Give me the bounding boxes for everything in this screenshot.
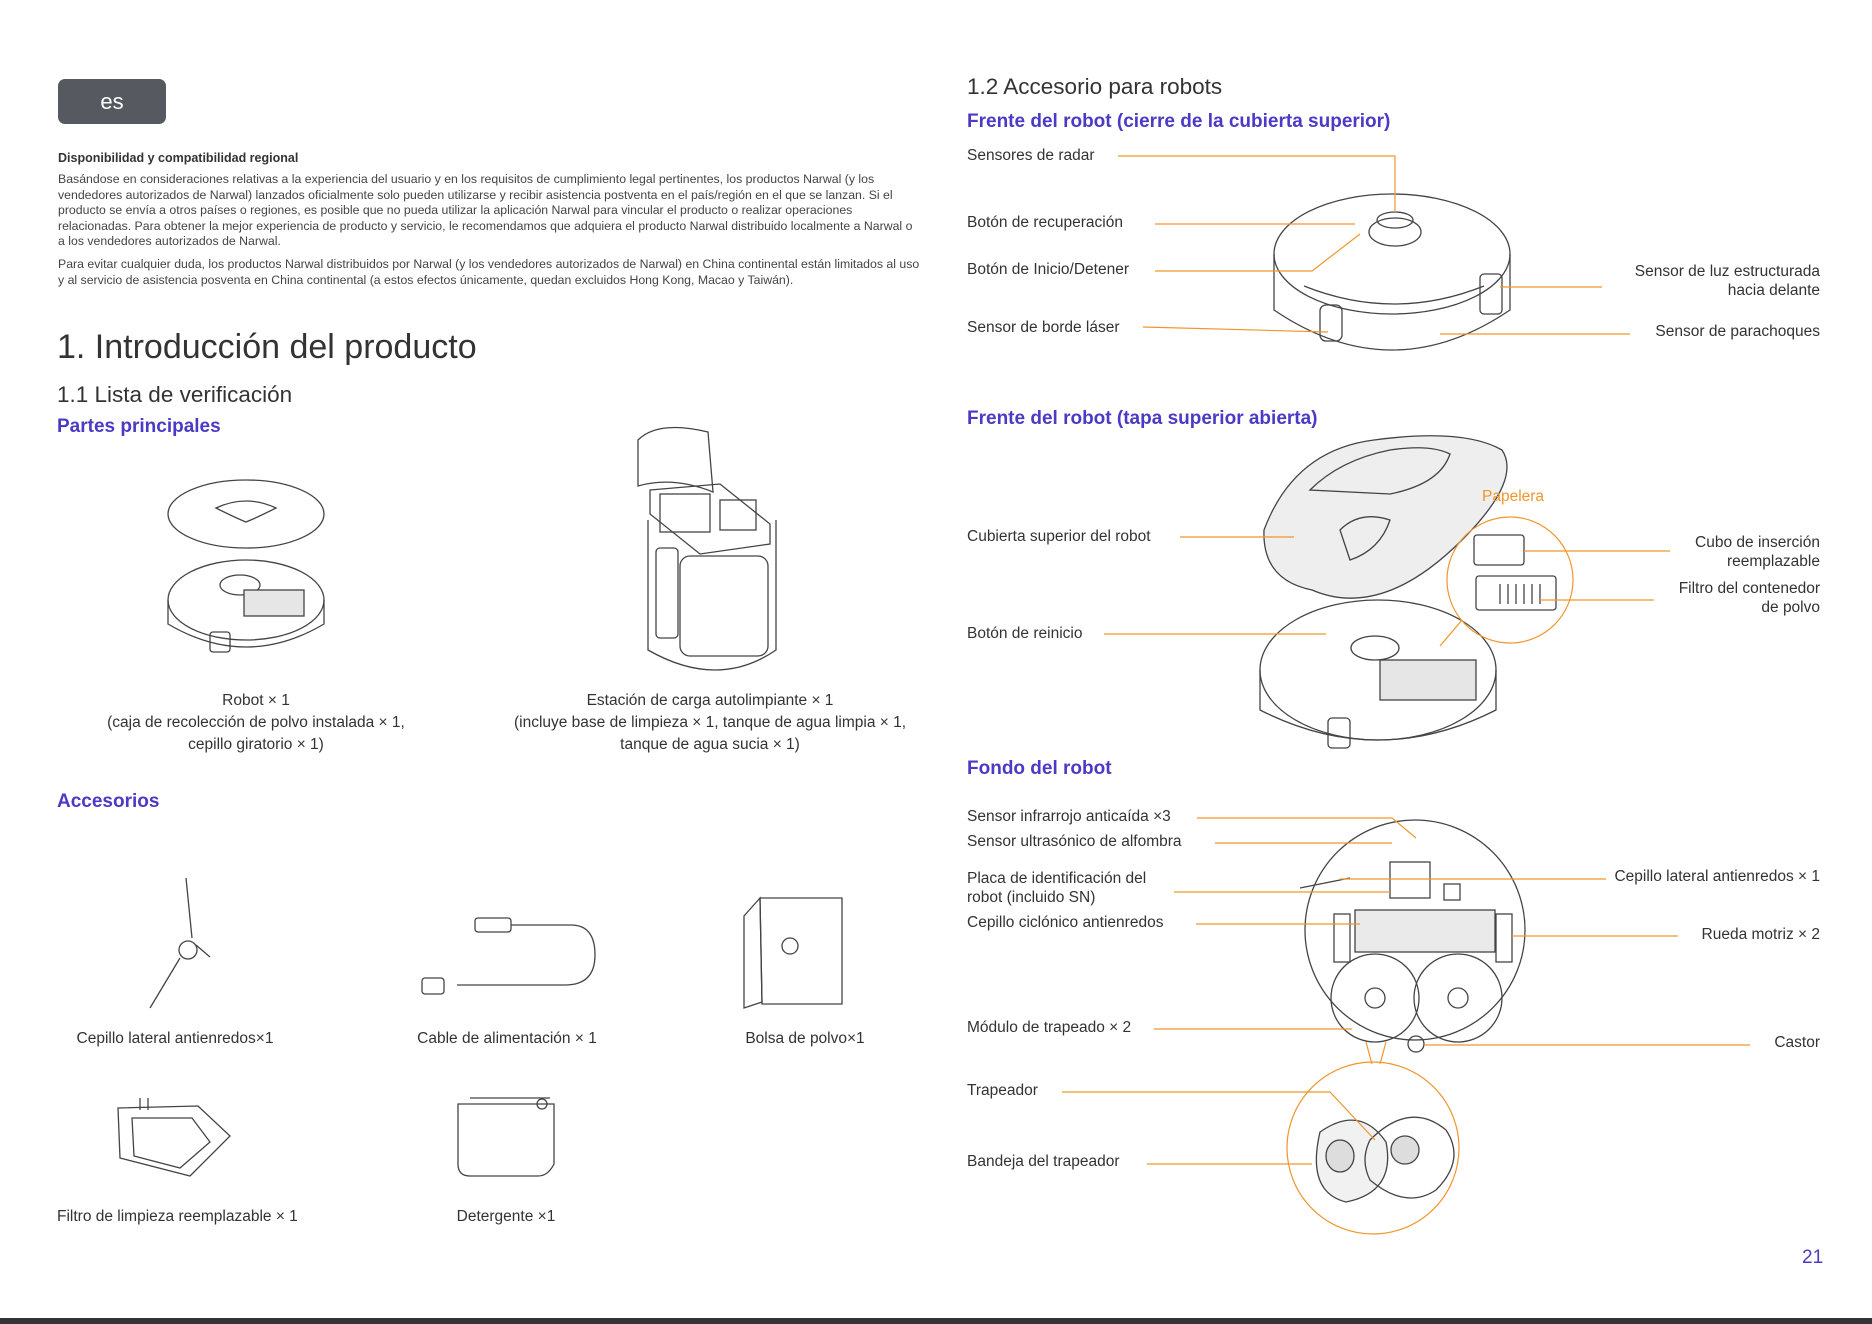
accessory-dust-bag: Bolsa de polvo×1: [745, 1030, 865, 1047]
label-line: robot (incluido SN): [967, 889, 1096, 906]
label-bin: Papelera: [1482, 488, 1545, 505]
page-number: 21: [1802, 1247, 1824, 1268]
label-side-brush: Cepillo lateral antienredos × 1: [1614, 868, 1820, 885]
label-reset-button: Botón de reinicio: [967, 625, 1083, 642]
accessory-side-brush: Cepillo lateral antienredos×1: [76, 1030, 274, 1047]
robot-bottom-illustration: [1299, 819, 1526, 1053]
robot-accessories-title: 1.2 Accesorio para robots: [967, 74, 1223, 99]
label-structured-light-sensor: Sensor de luz estructurada hacia delante: [1560, 262, 1820, 300]
regional-paragraph-1: Basándose en consideraciones relativas a…: [58, 172, 913, 249]
robot-caption-line: Robot × 1: [222, 692, 290, 709]
robot-caption: Robot × 1 (caja de recolección de polvo …: [88, 690, 424, 756]
label-line: reemplazable: [1726, 553, 1820, 570]
label-line: de polvo: [1761, 599, 1820, 616]
front-closed-title: Frente del robot (cierre de la cubierta …: [967, 111, 1391, 132]
label-bumper-sensor: Sensor de parachoques: [1655, 323, 1820, 340]
bottom-title: Fondo del robot: [967, 758, 1112, 779]
robot-front-open-illustration: [1259, 435, 1508, 749]
label-replaceable-cube: Cubo de inserción reemplazable: [1560, 533, 1820, 571]
label-recovery-button: Botón de recuperación: [967, 214, 1123, 231]
label-mop: Trapeador: [967, 1082, 1038, 1099]
filter-illustration: [117, 1098, 231, 1177]
label-line: hacia delante: [1727, 282, 1820, 299]
main-parts-title: Partes principales: [57, 416, 221, 437]
front-open-title: Frente del robot (tapa superior abierta): [967, 408, 1318, 429]
label-caster: Castor: [1774, 1034, 1820, 1051]
label-drive-wheel: Rueda motriz × 2: [1701, 926, 1820, 943]
checklist-title: 1.1 Lista de verificación: [57, 382, 293, 407]
side-brush-illustration: [149, 877, 211, 1009]
accessory-power-cable: Cable de alimentación × 1: [417, 1030, 597, 1047]
regional-paragraph-2: Para evitar cualquier duda, los producto…: [58, 257, 920, 287]
label-line: Filtro del contenedor: [1678, 580, 1820, 597]
power-cable-illustration: [421, 917, 596, 995]
robot-caption-line: cepillo giratorio × 1): [188, 736, 324, 753]
label-id-plate: Placa de identificación del robot (inclu…: [967, 869, 1146, 907]
label-carpet-sensor: Sensor ultrasónico de alfombra: [967, 833, 1182, 850]
label-cliff-sensor: Sensor infrarrojo anticaída ×3: [967, 808, 1171, 825]
language-badge: es: [58, 79, 166, 124]
mop-detail-illustration: [1315, 1116, 1455, 1203]
accessory-detergent: Detergente ×1: [456, 1208, 556, 1225]
robot-front-closed-illustration: [1273, 193, 1511, 351]
label-line: Sensor de luz estructurada: [1634, 263, 1820, 280]
station-caption-line: tanque de agua sucia × 1): [620, 736, 800, 753]
section-title: 1. Introducción del producto: [57, 328, 477, 366]
label-line: Cubo de inserción: [1695, 534, 1820, 551]
label-laser-edge-sensor: Sensor de borde láser: [967, 319, 1120, 336]
accessories-title: Accesorios: [57, 791, 160, 812]
detergent-illustration: [457, 1097, 555, 1177]
label-mop-module: Módulo de trapeado × 2: [967, 1019, 1132, 1036]
label-line: Placa de identificación del: [967, 870, 1147, 887]
dust-bag-illustration: [743, 896, 843, 1009]
bottom-bar: [0, 1318, 1872, 1324]
label-dust-filter: Filtro del contenedor de polvo: [1560, 579, 1820, 617]
robot-caption-line: (caja de recolección de polvo instalada …: [107, 714, 405, 731]
regional-heading: Disponibilidad y compatibilidad regional: [58, 151, 299, 165]
label-cyclone-brush: Cepillo ciclónico antienredos: [967, 914, 1164, 931]
station-caption-line: (incluye base de limpieza × 1, tanque de…: [513, 714, 907, 731]
label-start-stop-button: Botón de Inicio/Detener: [967, 261, 1129, 278]
bin-detail-illustration: [1473, 534, 1557, 611]
label-mop-tray: Bandeja del trapeador: [967, 1153, 1120, 1170]
accessory-filter: Filtro de limpieza reemplazable × 1: [57, 1208, 298, 1225]
label-top-cover: Cubierta superior del robot: [967, 528, 1151, 545]
robot-illustration: [167, 479, 325, 653]
station-illustration: [637, 426, 777, 671]
label-radar-sensors: Sensores de radar: [967, 147, 1095, 164]
station-caption-line: Estación de carga autolimpiante × 1: [586, 692, 834, 709]
station-caption: Estación de carga autolimpiante × 1 (inc…: [500, 690, 920, 756]
